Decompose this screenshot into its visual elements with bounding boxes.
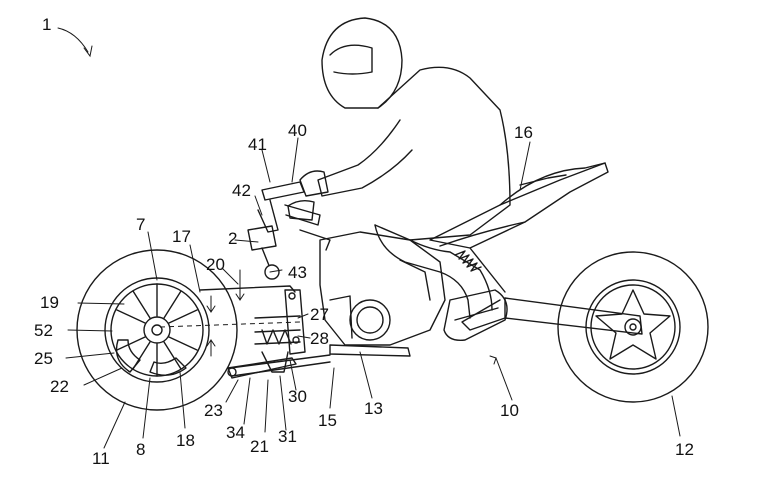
label-43: 43 — [288, 263, 307, 282]
label-15: 15 — [318, 411, 337, 430]
swing-arm — [461, 297, 643, 335]
label-41: 41 — [248, 135, 267, 154]
reference-labels: 1 2 7 8 10 11 12 13 15 16 17 18 19 20 21… — [34, 15, 694, 468]
label-13: 13 — [364, 399, 383, 418]
engine — [319, 231, 446, 346]
label-30: 30 — [288, 387, 307, 406]
label-28: 28 — [310, 329, 329, 348]
rear-bodywork — [429, 162, 609, 293]
label-27: 27 — [310, 305, 329, 324]
label-7: 7 — [136, 215, 145, 234]
label-31: 31 — [278, 427, 297, 446]
label-52: 52 — [34, 321, 53, 340]
label-22: 22 — [50, 377, 69, 396]
steering-assembly — [247, 181, 331, 280]
frame-rails — [229, 344, 411, 377]
label-18: 18 — [176, 431, 195, 450]
label-12: 12 — [675, 440, 694, 459]
label-10: 10 — [500, 401, 519, 420]
label-34: 34 — [226, 423, 245, 442]
label-40: 40 — [288, 121, 307, 140]
label-8: 8 — [136, 440, 145, 459]
label-11: 11 — [92, 449, 110, 468]
label-16: 16 — [514, 123, 533, 142]
rider — [287, 17, 511, 341]
leader-lines — [57, 27, 681, 449]
label-20: 20 — [206, 255, 225, 274]
label-17: 17 — [172, 227, 191, 246]
label-25: 25 — [34, 349, 53, 368]
front-wheel — [76, 249, 238, 411]
label-21: 21 — [250, 437, 269, 456]
label-19: 19 — [40, 293, 59, 312]
label-1: 1 — [42, 15, 51, 34]
rear-wheel — [557, 251, 709, 403]
label-23: 23 — [204, 401, 223, 420]
front-suspension — [159, 269, 306, 379]
label-2: 2 — [228, 229, 237, 248]
label-42: 42 — [232, 181, 251, 200]
